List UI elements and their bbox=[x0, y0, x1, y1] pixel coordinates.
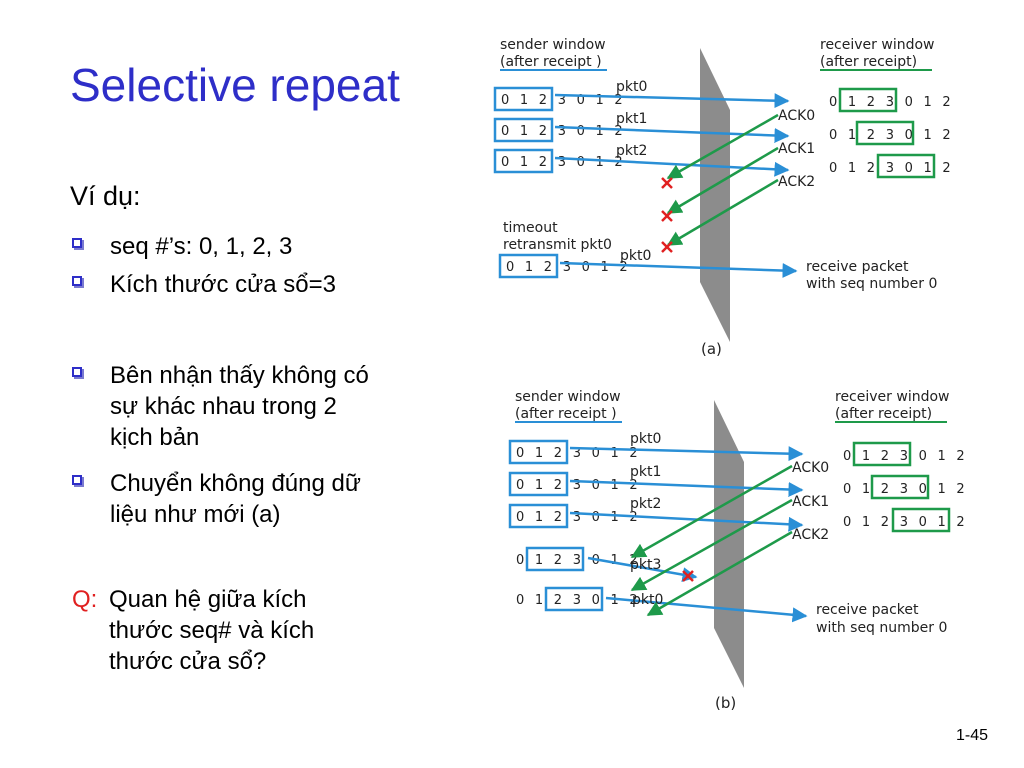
sender-window-title: sender window bbox=[500, 37, 606, 53]
bullet-text-line: Chuyển không đúng dữ bbox=[110, 470, 361, 497]
receiver-window-box bbox=[838, 87, 898, 113]
bullet-square-icon bbox=[72, 276, 82, 286]
receiver-seq-row: 0 1 2 3 0 1 2 bbox=[829, 128, 951, 143]
ack-arrow bbox=[646, 530, 793, 617]
packet-arrow bbox=[569, 446, 804, 462]
receive-note: with seq number 0 bbox=[816, 620, 947, 636]
ack-label: ACK0 bbox=[778, 108, 815, 124]
sender-window-box bbox=[508, 471, 569, 497]
packet-label: pkt2 bbox=[630, 496, 661, 512]
sender-window-box bbox=[493, 86, 554, 112]
sender-seq-row: 0 1 2 3 0 1 2 bbox=[516, 593, 638, 608]
loss-x-icon bbox=[661, 210, 673, 222]
ack-label: ACK2 bbox=[778, 174, 815, 190]
diagram-b: sender window (after receipt ) receiver … bbox=[508, 389, 965, 712]
packet-arrow bbox=[605, 596, 808, 623]
bullet-text-line: Bên nhận thấy không có bbox=[110, 362, 369, 389]
packet-arrow bbox=[587, 556, 698, 583]
packet-arrow bbox=[554, 125, 790, 143]
channel-shape bbox=[714, 400, 744, 688]
slide-title: Selective repeat bbox=[70, 59, 400, 111]
ack-arrow bbox=[666, 178, 779, 247]
packet-label: pkt1 bbox=[616, 111, 647, 127]
receiver-seq-row: 0 1 2 3 0 1 2 bbox=[829, 161, 951, 176]
sender-window-box bbox=[498, 253, 559, 279]
receiver-window-subtitle: (after receipt) bbox=[820, 54, 917, 70]
bullet-text-line: sự khác nhau trong 2 bbox=[110, 393, 337, 420]
bullet-square-icon bbox=[72, 475, 82, 485]
receiver-window-box bbox=[870, 474, 930, 500]
bullet-text: seq #’s: 0, 1, 2, 3 bbox=[110, 233, 293, 260]
sender-window-box bbox=[493, 117, 554, 143]
packet-arrow bbox=[559, 261, 798, 279]
receiver-window-title: receiver window bbox=[820, 37, 934, 53]
receiver-window-box bbox=[891, 507, 951, 533]
sender-window-title: sender window bbox=[515, 389, 621, 405]
receiver-seq-row: 0 1 2 3 0 1 2 bbox=[843, 515, 965, 530]
receiver-window-box bbox=[855, 120, 915, 146]
loss-x-icon bbox=[682, 570, 694, 582]
question-line: thước cửa sổ? bbox=[109, 648, 267, 675]
packet-arrow bbox=[569, 511, 804, 532]
timeout-label: timeout bbox=[503, 220, 558, 236]
bullet-text: Kích thước cửa sổ=3 bbox=[110, 271, 336, 298]
ack-label: ACK1 bbox=[792, 494, 829, 510]
receiver-seq-row: 0 1 2 3 0 1 2 bbox=[829, 95, 951, 110]
packet-arrow bbox=[554, 93, 790, 109]
ack-arrow bbox=[630, 464, 793, 559]
receiver-window-subtitle: (after receipt) bbox=[835, 406, 932, 422]
ack-label: ACK2 bbox=[792, 527, 829, 543]
ack-label: ACK1 bbox=[778, 141, 815, 157]
packet-label: pkt0 bbox=[632, 592, 663, 608]
packet-label: pkt3 bbox=[630, 557, 661, 573]
diagram-caption: (a) bbox=[701, 340, 722, 358]
sender-window-subtitle: (after receipt ) bbox=[515, 406, 617, 422]
sender-seq-row: 0 1 2 3 0 1 2 bbox=[516, 553, 638, 568]
sender-window-box bbox=[493, 148, 554, 174]
question-line: Quan hệ giữa kích bbox=[109, 586, 307, 613]
packet-label: pkt0 bbox=[630, 431, 661, 447]
question-line: thước seq# và kích bbox=[109, 617, 315, 644]
receiver-window-box bbox=[876, 153, 936, 179]
ack-arrow bbox=[666, 113, 779, 180]
question-label: Q: bbox=[72, 586, 98, 613]
bullet-square-icon bbox=[72, 367, 82, 377]
ack-arrow bbox=[666, 146, 779, 215]
receiver-window-box bbox=[852, 441, 912, 467]
sender-window-subtitle: (after receipt ) bbox=[500, 54, 602, 70]
sender-window-box bbox=[508, 503, 569, 529]
bullet-square-icon bbox=[72, 238, 82, 248]
sender-window-box bbox=[544, 586, 604, 612]
receiver-window-title: receiver window bbox=[835, 389, 949, 405]
example-label: Ví dụ: bbox=[70, 181, 141, 211]
receiver-seq-row: 0 1 2 3 0 1 2 bbox=[843, 482, 965, 497]
receive-note: receive packet bbox=[806, 259, 909, 275]
page-number: 1-45 bbox=[955, 727, 988, 744]
sender-window-box bbox=[525, 546, 585, 572]
channel-shape bbox=[700, 48, 730, 342]
packet-label: pkt0 bbox=[620, 248, 651, 264]
timeout-label: retransmit pkt0 bbox=[503, 237, 612, 253]
ack-arrow bbox=[630, 498, 793, 592]
diagram-a: sender window (after receipt ) receiver … bbox=[493, 37, 951, 358]
bullet-text-line: kịch bản bbox=[110, 424, 200, 451]
receive-note: receive packet bbox=[816, 602, 919, 618]
bullet-text-line: liệu như mới (a) bbox=[110, 501, 281, 528]
loss-x-icon bbox=[661, 177, 673, 189]
receiver-seq-row: 0 1 2 3 0 1 2 bbox=[843, 449, 965, 464]
packet-label: pkt0 bbox=[616, 79, 647, 95]
receive-note: with seq number 0 bbox=[806, 276, 937, 292]
loss-x-icon bbox=[661, 241, 673, 253]
packet-arrow bbox=[554, 156, 790, 177]
packet-label: pkt1 bbox=[630, 464, 661, 480]
sender-window-box bbox=[508, 439, 569, 465]
diagram-caption: (b) bbox=[715, 694, 736, 712]
packet-label: pkt2 bbox=[616, 143, 647, 159]
packet-arrow bbox=[569, 479, 804, 497]
ack-label: ACK0 bbox=[792, 460, 829, 476]
